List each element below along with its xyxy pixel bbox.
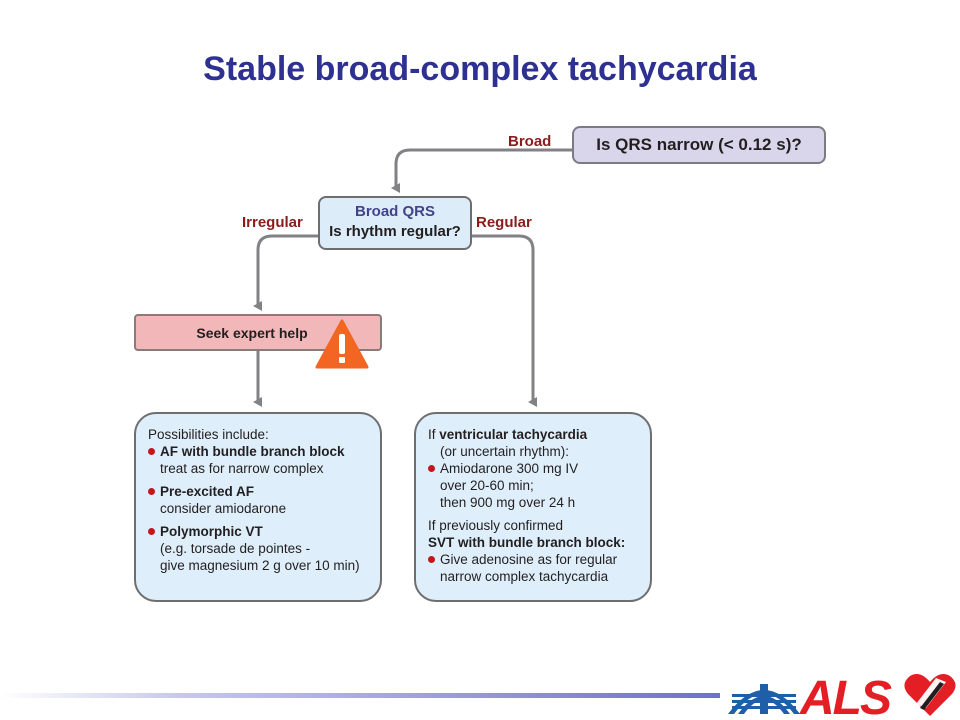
svt-line: SVT with bundle branch block: [428, 535, 626, 550]
label-broad: Broad [508, 133, 552, 150]
label-regular: Regular [476, 214, 532, 231]
arrow-irregular [253, 234, 318, 311]
vt-line: If ventricular tachycardia [428, 427, 588, 442]
broad-qrs-box: Broad QRS Is rhythm regular? [318, 196, 472, 250]
adenosine-line: narrow complex tachycardia [440, 569, 609, 584]
footer-gradient-bar [0, 693, 720, 698]
logo-emblem-icon [728, 684, 800, 714]
possibility-heading: AF with bundle branch block [148, 443, 370, 460]
page-title: Stable broad-complex tachycardia [203, 50, 757, 88]
possibilities-panel: Possibilities include: AF with bundle br… [134, 412, 382, 602]
uncertain-rhythm-line: (or uncertain rhythm): [440, 444, 570, 459]
possibility-heading: Pre-excited AF [148, 483, 370, 500]
regular-treatment-panel: If ventricular tachycardia (or uncertain… [414, 412, 652, 602]
label-irregular: Irregular [242, 214, 303, 231]
possibility-detail: (e.g. torsade de pointes - [160, 541, 311, 556]
qrs-narrow-question-box: Is QRS narrow (< 0.12 s)? [572, 126, 826, 164]
als-logo: ALS [728, 672, 956, 720]
possibilities-intro: Possibilities include: [148, 427, 269, 442]
possibility-heading: Polymorphic VT [148, 523, 370, 540]
arrow-regular [471, 234, 537, 407]
previously-confirmed-line: If previously confirmed [428, 518, 564, 533]
possibility-detail: treat as for narrow complex [160, 461, 324, 476]
logo-text: ALS [799, 672, 892, 720]
possibility-detail: consider amiodarone [160, 501, 287, 516]
amiodarone-line: then 900 mg over 24 h [440, 495, 576, 510]
arrow-broad [391, 148, 572, 193]
possibility-detail: give magnesium 2 g over 10 min) [160, 558, 360, 573]
warning-icon [315, 319, 369, 369]
amiodarone-line: over 20-60 min; [440, 478, 534, 493]
amiodarone-line: Amiodarone 300 mg IV [428, 460, 640, 477]
adenosine-line: Give adenosine as for regular [428, 551, 640, 568]
broad-qrs-label: Broad QRS [354, 203, 435, 220]
rhythm-regular-question: Is rhythm regular? [329, 223, 461, 240]
